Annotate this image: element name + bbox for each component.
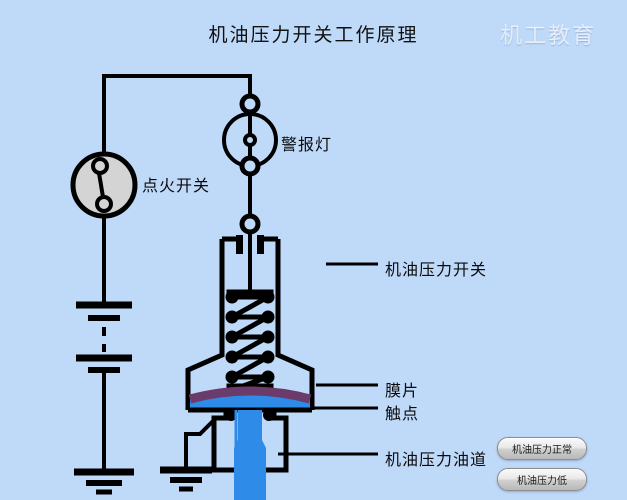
page-title: 机油压力开关工作原理 <box>208 24 419 46</box>
ignition-switch-symbol <box>70 151 138 219</box>
switch-contacts <box>236 213 264 292</box>
label-warning-lamp: 警报灯 <box>281 135 333 154</box>
warning-lamp-symbol <box>222 93 278 177</box>
label-contact: 触点 <box>385 404 420 423</box>
label-ignition-switch: 点火开关 <box>142 176 211 195</box>
label-diaphragm: 膜片 <box>385 381 420 400</box>
label-oil-pressure-switch: 机油压力开关 <box>385 260 488 279</box>
ground-symbol-battery <box>74 468 134 495</box>
label-leader-lines <box>278 262 378 456</box>
battery-symbol <box>76 301 132 373</box>
watermark-label: 机工教育 <box>500 24 597 49</box>
ground-symbol-switch <box>160 466 212 492</box>
button-oil-pressure-normal-label: 机油压力正常 <box>512 445 572 456</box>
switch-ground-wiring <box>184 418 216 470</box>
button-oil-pressure-low-label: 机油压力低 <box>517 476 567 487</box>
diaphragm-membrane <box>188 386 312 404</box>
chamber-base-nubs <box>225 409 275 421</box>
button-oil-pressure-low[interactable]: 机油压力低 <box>497 468 587 491</box>
button-oil-pressure-normal[interactable]: 机油压力正常 <box>497 437 587 460</box>
oil-gallery-duct <box>234 410 266 500</box>
wire-top-loop <box>102 74 252 157</box>
label-oil-pressure-gallery: 机油压力油道 <box>385 450 488 469</box>
